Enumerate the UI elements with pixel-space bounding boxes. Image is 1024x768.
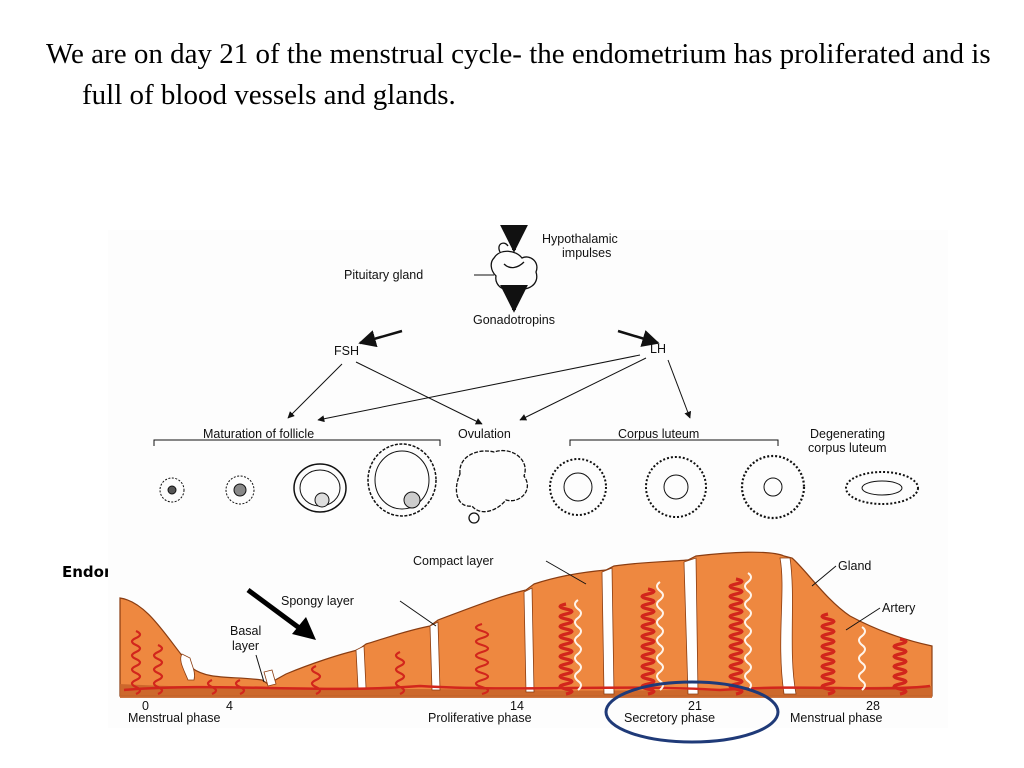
corpus-luteum-label: Corpus luteum — [618, 427, 699, 441]
compact-layer-label: Compact layer — [413, 554, 494, 568]
fsh-label: FSH — [334, 344, 359, 358]
pituitary-gland-label: Pituitary gland — [344, 268, 423, 282]
lh-label: LH — [650, 342, 666, 356]
menstrual-phase-label-end: Menstrual phase — [790, 711, 882, 725]
degenerating-corpus-luteum-label-2: corpus luteum — [808, 441, 887, 455]
hypothalamic-label-1: Hypothalamic — [542, 232, 618, 246]
gonadotropins-label: Gonadotropins — [473, 313, 555, 327]
ovulation-label: Ovulation — [458, 427, 511, 441]
artery-label: Artery — [882, 601, 916, 615]
basal-layer-label-2: layer — [232, 639, 259, 653]
basal-layer-label-1: Basal — [230, 624, 261, 638]
day-4-label: 4 — [226, 699, 233, 713]
gland-label: Gland — [838, 559, 871, 573]
menstrual-phase-label-start: Menstrual phase — [128, 711, 220, 725]
maturation-of-follicle-label: Maturation of follicle — [203, 427, 314, 441]
degenerating-corpus-luteum-label-1: Degenerating — [810, 427, 885, 441]
spongy-layer-label: Spongy layer — [281, 594, 354, 608]
proliferative-phase-label: Proliferative phase — [428, 711, 532, 725]
hypothalamic-label-2: impulses — [562, 246, 611, 260]
secretory-phase-label: Secretory phase — [624, 711, 715, 725]
